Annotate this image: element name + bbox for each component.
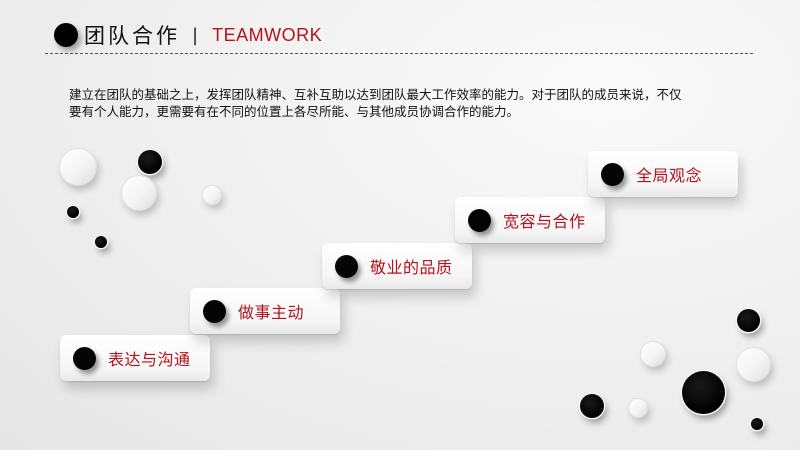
decorative-white-circle [203, 186, 221, 204]
description-paragraph: 建立在团队的基础之上，发挥团队精神、互补互助以达到团队最大工作效率的能力。对于团… [69, 86, 759, 120]
decorative-white-circle [60, 149, 96, 185]
step-label: 做事主动 [238, 303, 305, 322]
title-separator: | [192, 24, 199, 46]
decorative-white-circle [641, 342, 665, 366]
decorative-white-circle [629, 399, 647, 417]
decorative-white-circle [737, 348, 770, 381]
dashed-divider [45, 53, 753, 54]
decorative-black-circle [138, 150, 162, 174]
step-card-2[interactable]: 做事主动 [190, 288, 340, 334]
step-card-1[interactable]: 表达与沟通 [60, 335, 210, 381]
page-subtitle-english: TEAMWORK [212, 24, 323, 45]
step-card-5[interactable]: 全局观念 [588, 151, 738, 197]
decorative-black-circle [737, 309, 760, 332]
black-dot-icon [203, 299, 226, 323]
black-dot-icon [73, 346, 96, 370]
step-label: 宽容与合作 [503, 212, 586, 231]
decorative-white-circle [122, 176, 156, 210]
description-line-2: 要有个人能力，更需要有在不同的位置上各尽所能、与其他成员协调合作的能力。 [69, 104, 520, 119]
black-dot-icon [468, 208, 491, 232]
slide-header: 团队合作 | TEAMWORK [54, 18, 322, 52]
step-label: 敬业的品质 [370, 258, 453, 277]
header-dot-icon [54, 23, 78, 47]
decorative-black-circle [580, 394, 604, 418]
decorative-black-circle [751, 418, 763, 430]
description-line-1: 建立在团队的基础之上，发挥团队精神、互补互助以达到团队最大工作效率的能力。对于团… [69, 87, 682, 102]
decorative-black-circle [682, 371, 725, 414]
black-dot-icon [335, 254, 358, 278]
decorative-black-circle [67, 206, 79, 218]
step-label: 全局观念 [636, 166, 703, 185]
step-card-4[interactable]: 宽容与合作 [455, 197, 605, 243]
page-title: 团队合作 [84, 24, 180, 48]
step-card-3[interactable]: 敬业的品质 [322, 243, 472, 289]
step-label: 表达与沟通 [108, 350, 191, 369]
black-dot-icon [601, 162, 624, 186]
decorative-black-circle [95, 236, 107, 248]
